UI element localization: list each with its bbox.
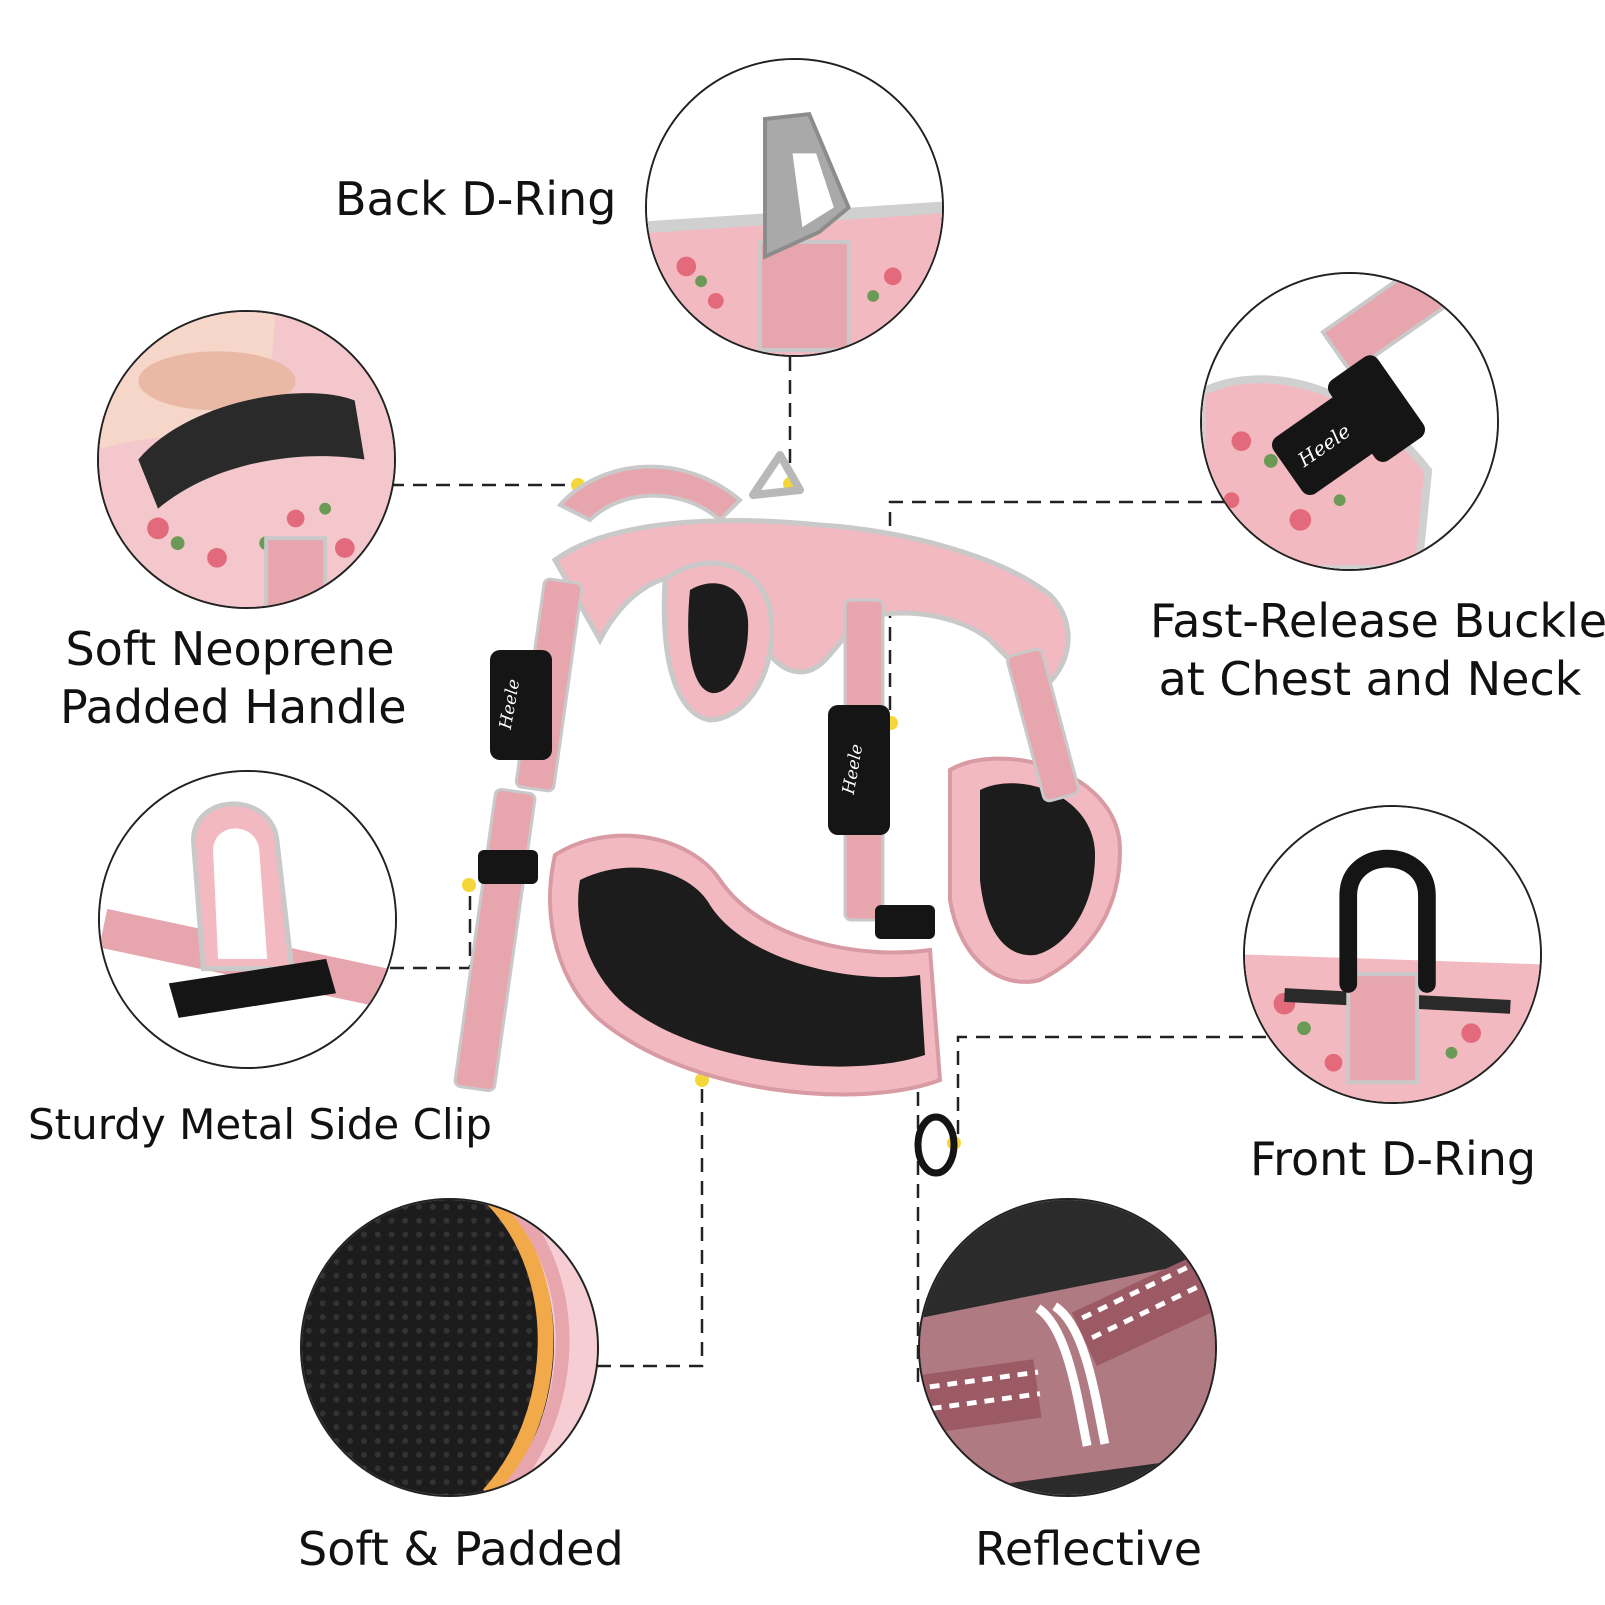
buckle-detail: Heele [1200,272,1499,571]
handle-detail [97,310,396,609]
padding-icon [302,1200,597,1495]
side-clip-label: Sturdy Metal Side Clip [28,1100,492,1149]
back-d-ring-detail [645,58,944,357]
fast-release-label-line1: Fast-Release Buckle [1150,594,1605,648]
fast-release-label-line2: at Chest and Neck [1158,652,1582,706]
back-d-ring-icon [647,60,942,355]
front-d-ring-label: Front D-Ring [1250,1132,1537,1186]
padding-detail [300,1198,599,1497]
padding-line [597,1080,704,1368]
front-d-ring-line [956,1035,1266,1143]
buckle-icon: Heele [1202,274,1497,569]
reflective-strip-icon [920,1200,1215,1495]
front-d-ring-icon [1245,807,1540,1102]
soft-neoprene-label-line2: Padded Handle [60,680,407,734]
reflective-detail [918,1198,1217,1497]
buckle-line [888,500,1225,722]
left-buckle [490,650,552,760]
back-d-ring-label: Back D-Ring [335,172,617,226]
fast-release-label: Fast-Release Buckle at Chest and Neck [1150,592,1605,708]
side-clip-dot [462,878,476,892]
chest-buckle [828,705,890,835]
soft-padded-label: Soft & Padded [298,1522,624,1576]
padding-dot [695,1073,709,1087]
front-d-ring-detail [1243,805,1542,1104]
side-clip-detail [98,770,397,1069]
soft-neoprene-label-line1: Soft Neoprene [65,622,395,676]
handle-icon [99,312,394,607]
reflective-label: Reflective [975,1522,1203,1576]
soft-neoprene-label: Soft Neoprene Padded Handle [60,620,407,736]
side-clip-icon [100,772,395,1067]
